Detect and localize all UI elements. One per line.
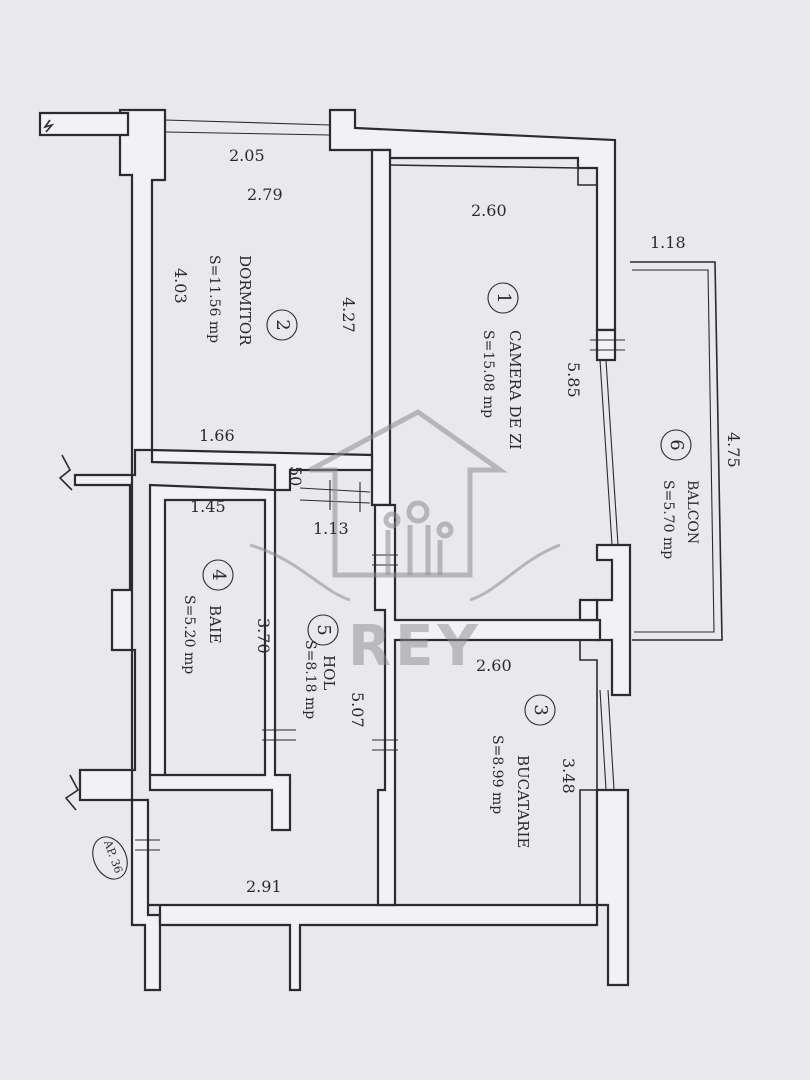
room-area-4: S=5.20 mp (181, 595, 197, 674)
room-area-1: S=15.08 mp (480, 330, 496, 418)
interior-walls (135, 148, 625, 907)
room-name-5: HOL (320, 655, 338, 690)
room-number-1: 1 (493, 292, 514, 303)
dim-3-48: 3.48 (559, 758, 578, 794)
watermark: REY (249, 409, 561, 679)
room-area-6: S=5.70 mp (660, 480, 676, 559)
dim-3-70: 3.70 (254, 618, 273, 654)
room-number-2: 2 (272, 319, 293, 330)
dim-5-85: 5.85 (564, 362, 583, 398)
dim-1-18: 1.18 (650, 233, 686, 252)
room-balcon: 6 BALCON S=5.70 mp (660, 429, 700, 559)
dim-1-13: 1.13 (313, 519, 349, 538)
room-name-4: BAIE (206, 605, 224, 644)
room-baie: 4 BAIE S=5.20 mp (181, 559, 234, 674)
room-number-3: 3 (530, 704, 551, 715)
dim-5-07: 5.07 (348, 692, 367, 728)
dim-2-60-top: 2.60 (471, 201, 507, 220)
watermark-text: REY (348, 614, 482, 679)
room-area-2: S=11.56 mp (206, 255, 222, 343)
dim-2-60-bottom: 2.60 (476, 656, 512, 675)
dim-1-45: 1.45 (190, 497, 226, 516)
dim-4-27: 4.27 (339, 297, 358, 333)
room-number-6: 6 (666, 439, 687, 450)
room-name-2: DORMITOR (236, 255, 254, 346)
apartment-tag: AP. 36 (92, 836, 128, 880)
dimension-labels: 2.05 2.79 4.03 4.27 2.60 5.85 1.18 4.75 … (171, 146, 743, 896)
dim-2-91: 2.91 (246, 877, 282, 896)
room-number-4: 4 (208, 569, 229, 580)
room-area-5: S=8.18 mp (302, 640, 318, 719)
balcony-outline (630, 261, 723, 641)
room-number-5: 5 (313, 624, 334, 635)
dim-2-05: 2.05 (229, 146, 265, 165)
room-name-6: BALCON (684, 480, 700, 544)
apartment-tag-text: AP. 36 (101, 838, 125, 875)
room-dormitor: 2 DORMITOR S=11.56 mp (206, 255, 298, 346)
room-area-3: S=8.99 mp (489, 735, 505, 814)
room-camera-de-zi: 1 CAMERA DE ZI S=15.08 mp (480, 282, 524, 450)
dim-2-79: 2.79 (247, 185, 283, 204)
room-bucatarie: 3 BUCATARIE S=8.99 mp (489, 694, 556, 848)
room-name-3: BUCATARIE (514, 755, 532, 848)
dim-1-66: 1.66 (199, 426, 235, 445)
dim-4-03: 4.03 (171, 268, 190, 304)
dim-4-75: 4.75 (724, 432, 743, 468)
dim-50: 50 (286, 466, 305, 486)
room-hol: 5 HOL S=8.18 mp (302, 614, 339, 719)
room-name-1: CAMERA DE ZI (506, 330, 524, 450)
